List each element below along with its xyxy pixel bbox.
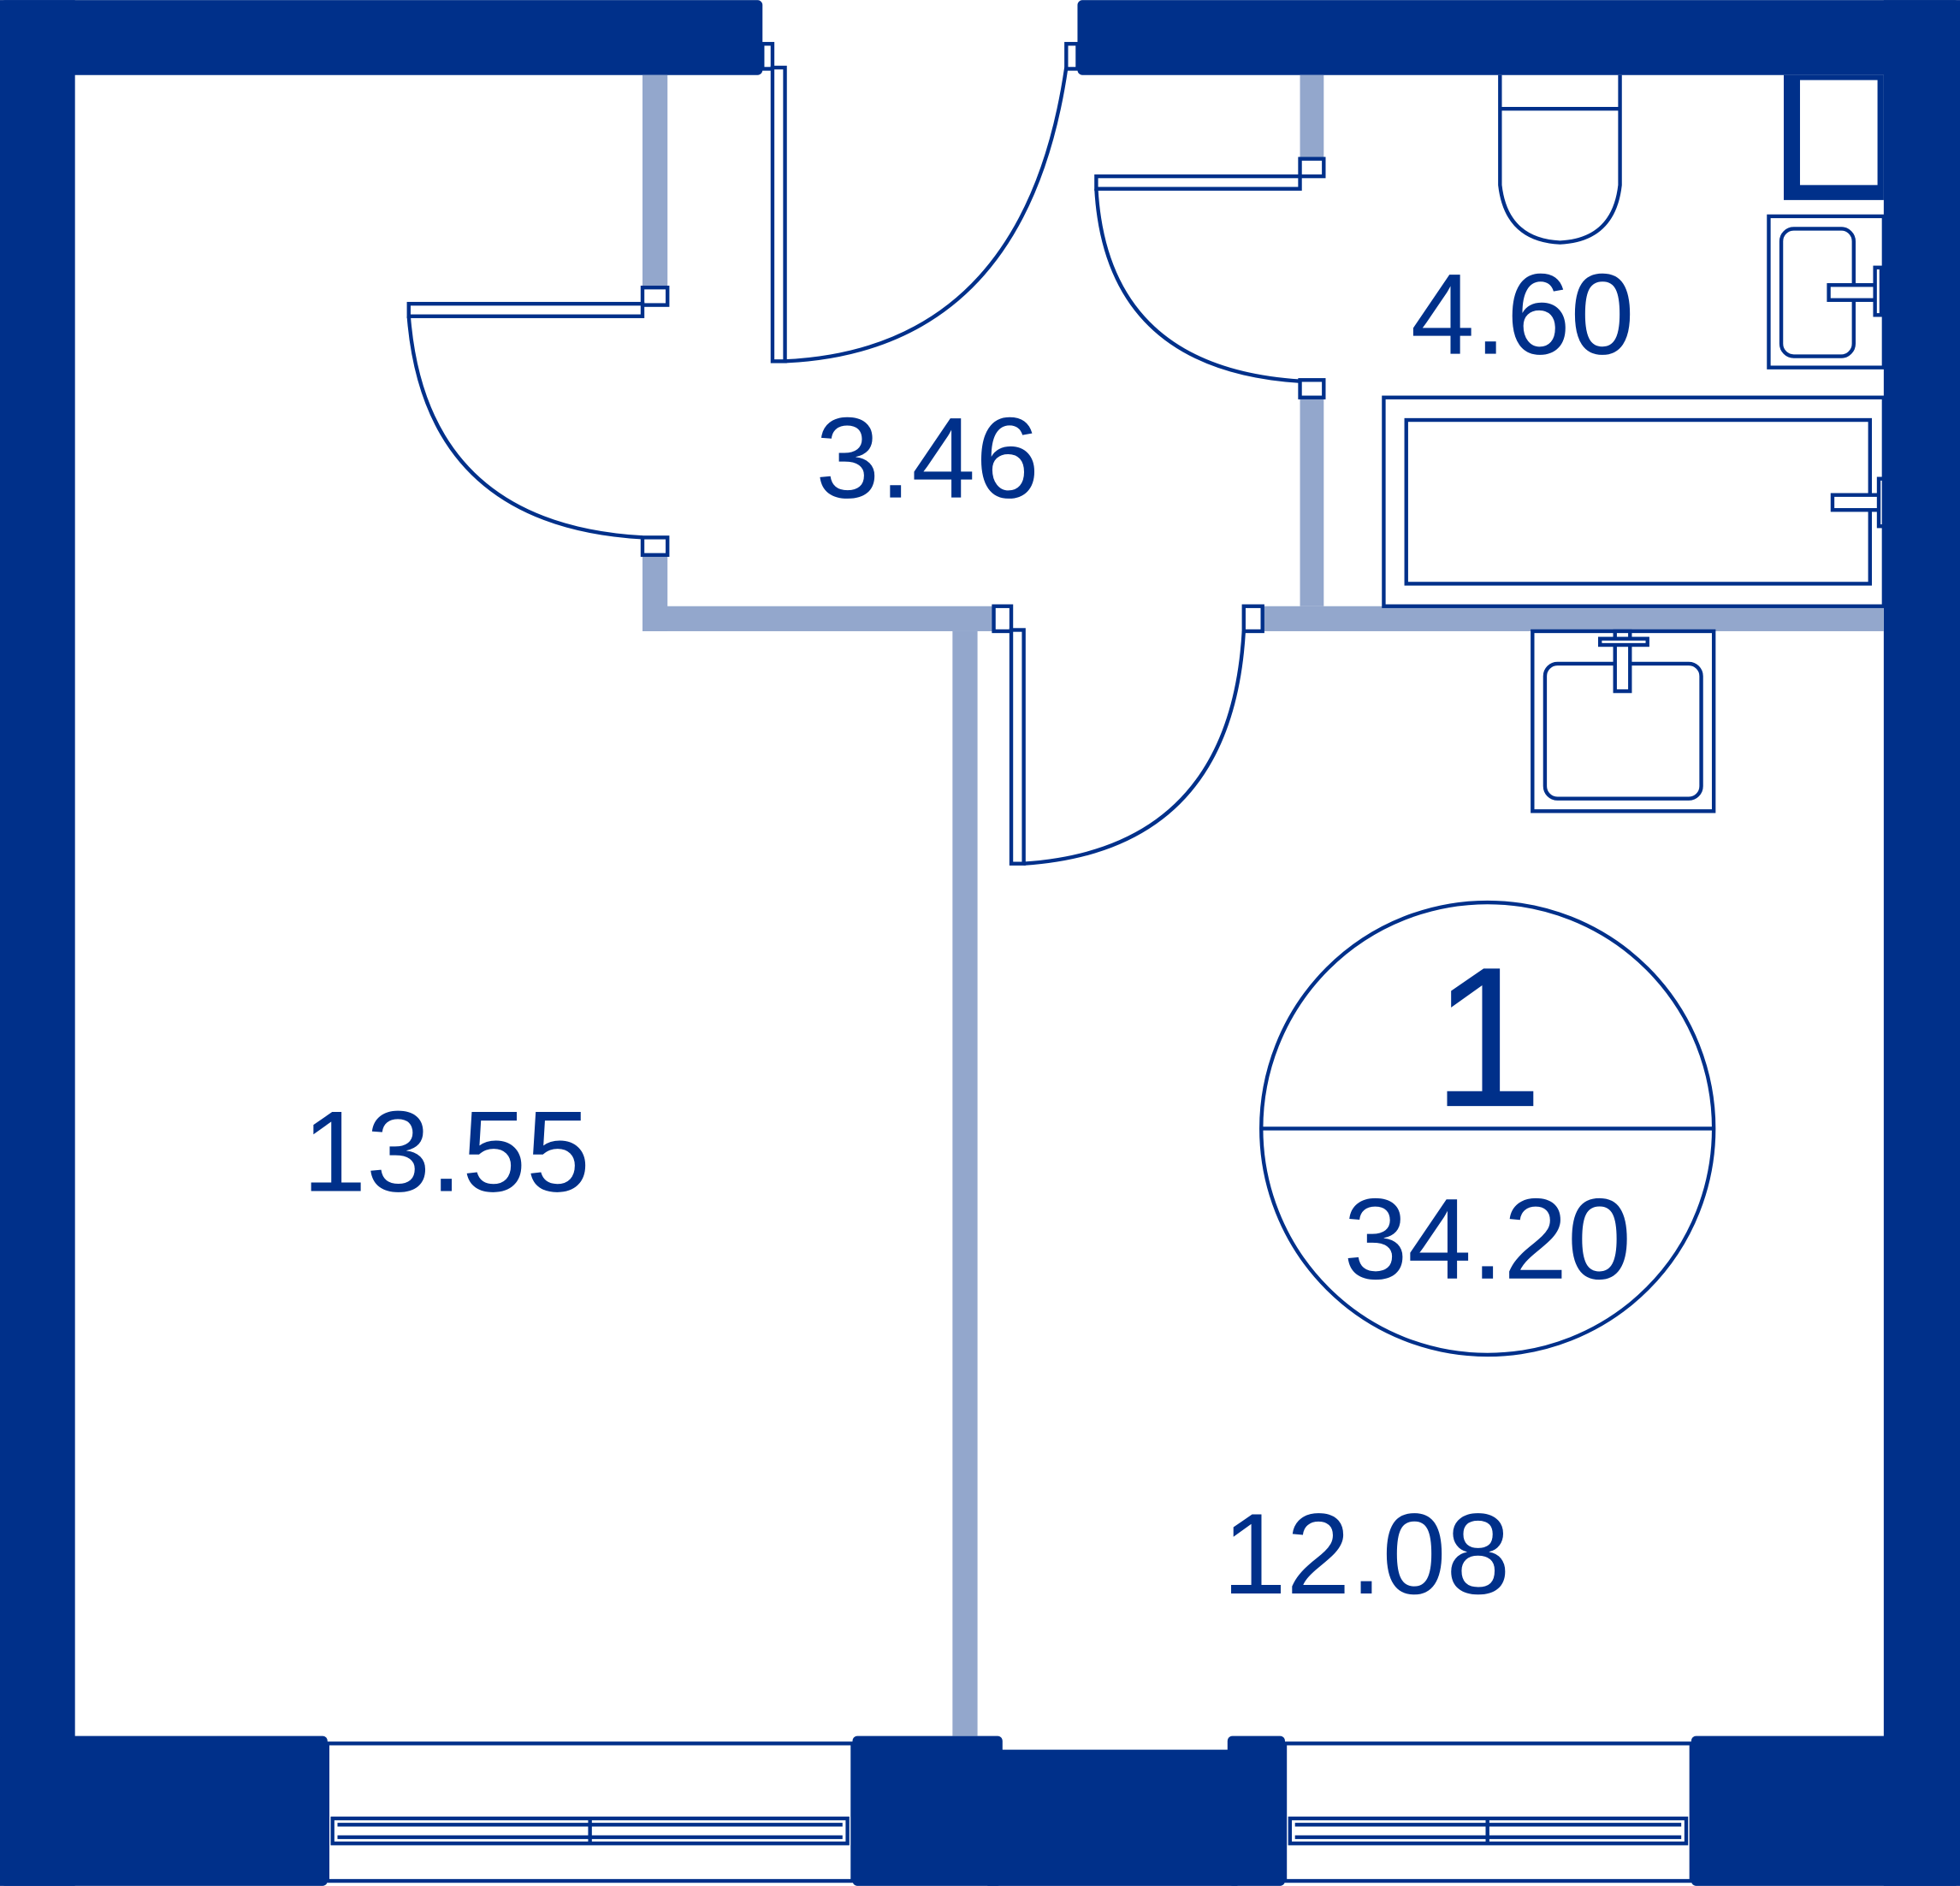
bathtub — [1382, 395, 1886, 608]
room-area-bedroom: 13.55 — [302, 1088, 589, 1216]
bedroom-door — [406, 285, 670, 558]
kitchen-sink — [1531, 629, 1716, 813]
bathroom-door — [1094, 157, 1326, 399]
room-area-kitchen-living: 12.08 — [1223, 1490, 1510, 1618]
toilet — [1498, 74, 1622, 245]
room-area-corridor: 3.46 — [815, 394, 1039, 523]
total-area: 34.20 — [1344, 1175, 1631, 1304]
room-area-bathroom: 4.60 — [1411, 251, 1635, 379]
bathroom-sink — [1767, 214, 1886, 370]
summary-badge: 1 34.20 — [1259, 900, 1716, 1357]
inner-walls — [642, 74, 1884, 1736]
entrance-door — [761, 42, 1080, 364]
rooms-count: 1 — [1432, 925, 1543, 1149]
kitchen-door — [992, 604, 1264, 866]
window-bedroom — [325, 1741, 855, 1883]
window-kitchen — [1282, 1741, 1694, 1883]
